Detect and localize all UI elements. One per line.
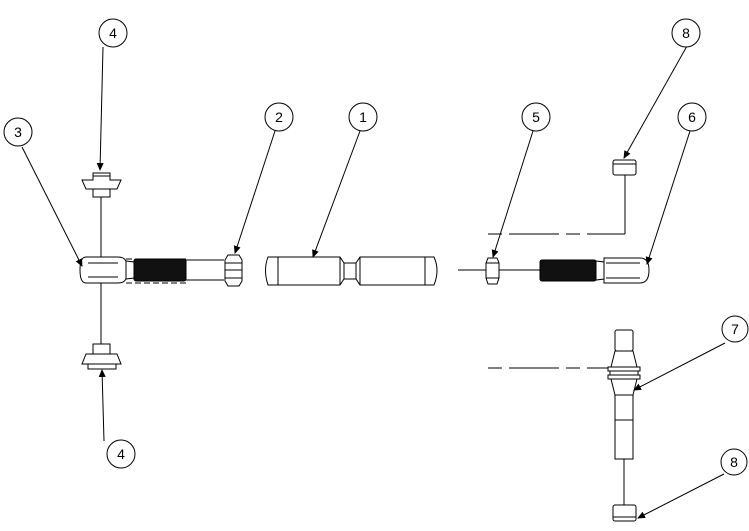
top-cap-right (488, 159, 637, 235)
shoulder-bolt (488, 329, 641, 505)
balloon-7-label: 7 (731, 321, 739, 337)
tie-rod-tube (265, 256, 438, 286)
right-rod-end (539, 257, 650, 284)
balloon-5-label: 5 (532, 109, 540, 125)
balloon-4-top: 4 (98, 18, 128, 48)
balloon-2: 2 (264, 102, 294, 132)
balloon-2-label: 2 (275, 109, 283, 125)
balloon-8-top-label: 8 (682, 25, 690, 41)
bottom-cap-right (612, 504, 637, 522)
balloon-3-label: 3 (14, 124, 22, 140)
jam-nut-left (224, 254, 243, 287)
balloon-6: 6 (677, 102, 707, 132)
top-bearing-spacer (81, 172, 122, 198)
jam-nut-right (485, 257, 500, 285)
balloon-5: 5 (521, 102, 551, 132)
balloon-6-label: 6 (688, 109, 696, 125)
balloon-8-bottom-label: 8 (730, 454, 738, 470)
balloon-8-bottom: 8 (720, 448, 748, 476)
left-rod-end (79, 196, 224, 345)
balloon-1: 1 (348, 102, 378, 132)
balloon-1-label: 1 (359, 109, 367, 125)
balloon-4-bottom-label: 4 (117, 446, 125, 462)
balloon-8-top: 8 (671, 18, 701, 48)
balloon-4-top-label: 4 (109, 25, 117, 41)
balloon-3: 3 (3, 117, 33, 147)
bottom-bearing-spacer (81, 343, 122, 370)
balloon-7: 7 (721, 315, 749, 343)
balloon-4-bottom: 4 (106, 439, 136, 469)
leader-lines (21, 45, 726, 519)
